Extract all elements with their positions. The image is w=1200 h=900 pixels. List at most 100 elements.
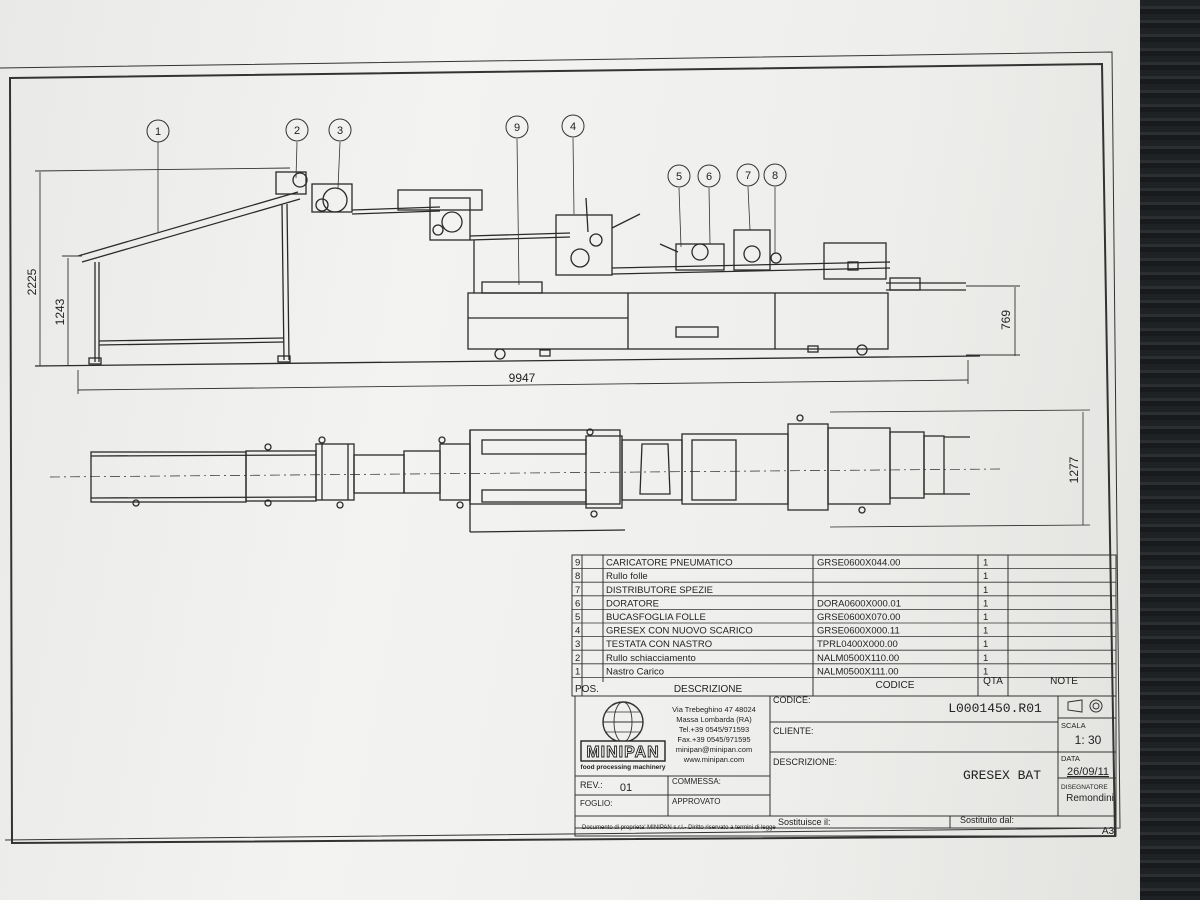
- table-cell-desc: DISTRIBUTORE SPEZIE: [606, 585, 713, 596]
- svg-text:www.minipan.com: www.minipan.com: [683, 755, 744, 764]
- table-cell-desc: BUCASFOGLIA FOLLE: [606, 612, 706, 623]
- svg-text:8: 8: [772, 170, 778, 182]
- commessa-label: COMMESSA:: [672, 777, 721, 786]
- svg-text:minipan@minipan.com: minipan@minipan.com: [676, 745, 752, 754]
- logo-tagline: food processing machinery: [581, 764, 666, 771]
- table-cell-qta: 1: [983, 598, 988, 609]
- cliente-label: CLIENTE:: [773, 726, 814, 736]
- table-cell-desc: DORATORE: [606, 598, 659, 609]
- side-view: [34, 171, 981, 367]
- table-cell-pos: 1: [575, 666, 580, 677]
- disegnatore-label: DISEGNATORE: [1061, 784, 1108, 791]
- data-value: 26/09/11: [1067, 766, 1109, 778]
- title-block-grid: [574, 695, 1117, 837]
- balloon-9: 9: [505, 115, 529, 139]
- balloon-6: 6: [697, 164, 721, 188]
- table-cell-pos: 3: [575, 639, 580, 650]
- table-cell-code: GRSE0600X070.00: [817, 612, 900, 623]
- dim-table-height: 769: [999, 310, 1013, 330]
- balloon-4: 4: [561, 114, 585, 138]
- table-cell-desc: Rullo schiacciamento: [606, 653, 696, 664]
- svg-text:3: 3: [337, 125, 343, 137]
- header-pos: POS.: [575, 684, 599, 695]
- descrizione-label: DESCRIZIONE:: [773, 757, 837, 767]
- table-cell-desc: GRESEX CON NUOVO SCARICO: [606, 626, 753, 637]
- disegnatore-value: Remondini: [1066, 793, 1114, 804]
- svg-text:9: 9: [514, 122, 520, 134]
- table-cell-pos: 9: [575, 558, 580, 569]
- sheet-format: A3: [1102, 826, 1115, 837]
- table-cell-pos: 5: [575, 612, 580, 623]
- scala-value: 1: 30: [1075, 733, 1102, 747]
- table-cell-pos: 4: [575, 626, 580, 637]
- sostituito-label: Sostituito dal:: [960, 815, 1014, 825]
- svg-text:2: 2: [294, 125, 300, 137]
- svg-text:7: 7: [745, 170, 751, 182]
- table-cell-code: NALM0500X110.00: [817, 653, 899, 664]
- footer-note: Documento di proprieta' MINIPAN s.r.l.- …: [582, 825, 776, 831]
- header-code: CODICE: [876, 680, 915, 691]
- descrizione-value: GRESEX BAT: [963, 768, 1041, 783]
- dim-width: 1277: [1067, 456, 1081, 483]
- table-cell-code: GRSE0600X000.11: [817, 626, 900, 637]
- codice-value: L0001450.R01: [948, 701, 1042, 716]
- sostituisce-label: Sostituisce il:: [778, 817, 831, 827]
- table-cell-pos: 6: [575, 598, 580, 609]
- table-cell-desc: Nastro Carico: [606, 666, 664, 677]
- table-cell-desc: Rullo folle: [606, 571, 648, 582]
- table-cell-pos: 2: [575, 653, 580, 664]
- svg-text:Fax.+39 0545/971595: Fax.+39 0545/971595: [677, 735, 750, 744]
- svg-text:Tel.+39 0545/971593: Tel.+39 0545/971593: [679, 725, 749, 734]
- table-cell-code: DORA0600X000.01: [817, 598, 901, 609]
- table-cell-qta: 1: [983, 612, 988, 623]
- header-note: NOTE: [1050, 676, 1078, 687]
- balloon-5: 5: [667, 164, 691, 188]
- parts-table-header: POS. DESCRIZIONE CODICE QTA NOTE: [575, 676, 1078, 695]
- company-address: Via Trebeghino 47 48024 Massa Lombarda (…: [672, 705, 756, 764]
- table-cell-desc: TESTATA CON NASTRO: [606, 639, 712, 650]
- minipan-logo: MINIPAN food processing machinery: [580, 701, 666, 771]
- rev-value: 01: [620, 782, 632, 794]
- scala-label: SCALA: [1061, 721, 1086, 730]
- table-cell-qta: 1: [983, 571, 988, 582]
- balloon-7: 7: [736, 163, 760, 187]
- balloon-8: 8: [763, 163, 787, 187]
- svg-text:1: 1: [155, 126, 161, 138]
- table-cell-desc: CARICATORE PNEUMATICO: [606, 558, 733, 569]
- balloon-3: 3: [328, 118, 352, 142]
- table-cell-qta: 1: [983, 626, 988, 637]
- approvato-label: APPROVATO: [672, 797, 720, 806]
- balloon-1: 1: [146, 119, 170, 143]
- svg-text:5: 5: [676, 171, 682, 183]
- dim-loader-height: 1243: [53, 298, 67, 325]
- dim-overall-length: 9947: [509, 371, 536, 385]
- sheet-border: [0, 51, 1121, 845]
- header-desc: DESCRIZIONE: [674, 684, 743, 695]
- table-cell-qta: 1: [983, 666, 988, 677]
- data-label: DATA: [1061, 754, 1080, 763]
- header-qta: QTA: [983, 676, 1003, 687]
- logo-text: MINIPAN: [586, 744, 659, 761]
- balloon-2: 2: [285, 118, 309, 142]
- title-block-fields: CODICE: L0001450.R01 CLIENTE: DESCRIZION…: [580, 695, 1115, 837]
- foglio-label: FOGLIO:: [580, 799, 612, 808]
- table-cell-qta: 1: [983, 558, 988, 569]
- table-cell-code: TPRL0400X000.00: [817, 639, 898, 650]
- svg-text:Via Trebeghino 47 48024: Via Trebeghino 47 48024: [672, 705, 756, 714]
- codice-label: CODICE:: [773, 695, 811, 705]
- svg-text:4: 4: [570, 121, 576, 133]
- rev-label: REV.:: [580, 780, 603, 790]
- dim-overall-height: 2225: [25, 268, 39, 295]
- plan-view: [49, 409, 1091, 533]
- table-cell-pos: 7: [575, 585, 580, 596]
- table-cell-qta: 1: [983, 585, 988, 596]
- table-cell-pos: 8: [575, 571, 580, 582]
- table-cell-code: NALM0500X111.00: [817, 666, 899, 677]
- drawing-sheet: [0, 0, 1155, 900]
- table-cell-qta: 1: [983, 653, 988, 664]
- table-surface: [1140, 0, 1200, 900]
- table-cell-code: GRSE0600X044.00: [817, 558, 900, 569]
- svg-text:6: 6: [706, 171, 712, 183]
